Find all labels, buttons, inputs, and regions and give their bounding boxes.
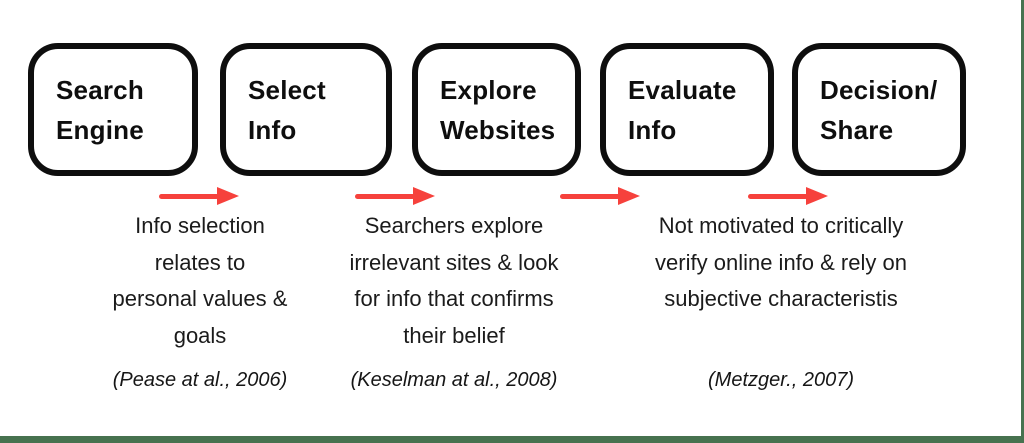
step-label-line: Websites xyxy=(440,114,556,145)
arrow-head xyxy=(618,187,640,205)
right-arrow-icon xyxy=(560,187,640,205)
arrow-head xyxy=(413,187,435,205)
right-arrow-icon xyxy=(355,187,435,205)
step-label-line: Engine xyxy=(56,114,144,145)
annotation-line: goals xyxy=(173,322,227,348)
annotation-searchers-explore: Searchers explore irrelevant sites & loo… xyxy=(323,208,585,400)
arrow-shaft xyxy=(748,194,808,199)
citation-metzger: (Metzger., 2007) xyxy=(708,369,854,391)
step-label-line: Explore xyxy=(440,74,537,105)
step-box-search-engine: Search Engine xyxy=(28,43,198,176)
annotation-line: personal values & xyxy=(112,286,288,311)
annotation-line: irrelevant sites & look xyxy=(349,249,559,275)
step-label-line: Evaluate xyxy=(628,74,737,105)
annotation-line: verify online info & rely on xyxy=(655,249,907,275)
step-label-line: Search xyxy=(56,74,144,105)
annotation-line: Info selection xyxy=(135,213,265,238)
annotation-line: their belief xyxy=(403,322,505,348)
step-label-line: Info xyxy=(248,114,297,145)
step-label-line: Decision/ xyxy=(820,74,938,105)
step-label-line: Select xyxy=(248,74,326,105)
arrow-shaft xyxy=(355,194,415,199)
arrow-shaft xyxy=(560,194,620,199)
step-box-evaluate-info: Evaluate Info xyxy=(600,43,774,176)
right-arrow-icon xyxy=(748,187,828,205)
annotation-info-selection: Info selection relates to personal value… xyxy=(85,208,315,400)
annotation-line: Not motivated to critically xyxy=(658,213,904,238)
step-label-line: Share xyxy=(820,114,894,145)
step-box-select-info: Select Info xyxy=(220,43,392,176)
annotation-line: subjective characteristis xyxy=(664,286,898,311)
annotation-line: relates to xyxy=(154,249,246,275)
citation-pease: (Pease at al., 2006) xyxy=(112,369,288,391)
arrow-head xyxy=(806,187,828,205)
step-label-line: Info xyxy=(628,114,677,145)
arrow-head xyxy=(217,187,239,205)
citation-keselman: (Keselman at al., 2008) xyxy=(350,369,558,391)
arrow-shaft xyxy=(159,194,219,199)
annotation-line: Searchers explore xyxy=(364,213,544,238)
annotation-line: for info that confirms xyxy=(354,286,554,311)
annotation-not-motivated: Not motivated to critically verify onlin… xyxy=(620,208,942,400)
right-arrow-icon xyxy=(159,187,239,205)
step-box-explore-websites: Explore Websites xyxy=(412,43,581,176)
step-box-decision-share: Decision/ Share xyxy=(792,43,966,176)
